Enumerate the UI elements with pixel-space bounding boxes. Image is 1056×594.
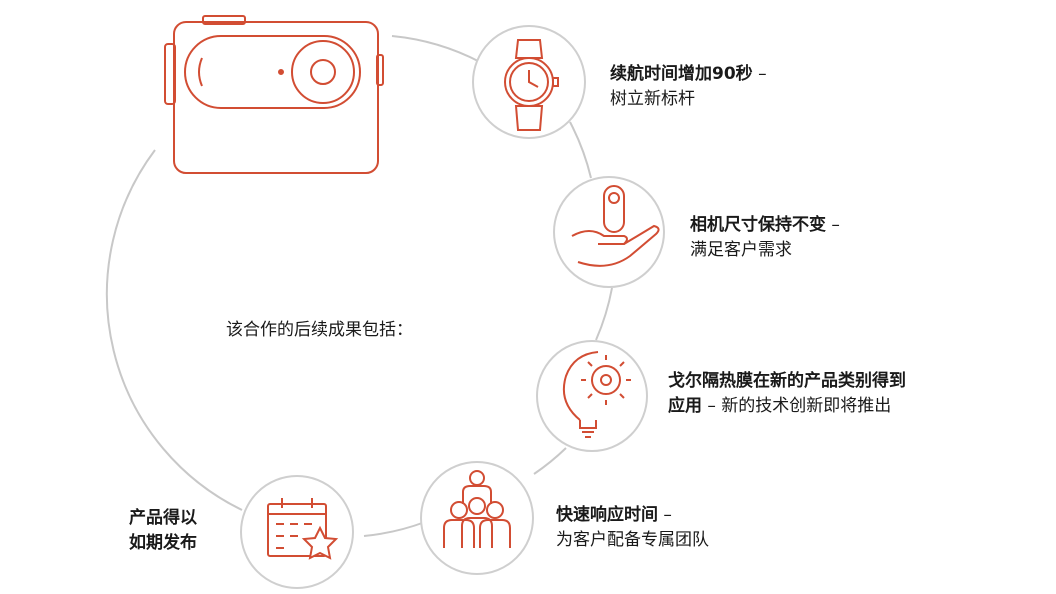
item-size-dash: –: [831, 215, 840, 235]
item-innovation-title-2: 应用: [668, 396, 702, 416]
team-icon: [443, 470, 511, 548]
icon-circles: [240, 25, 665, 589]
item-size-title: 相机尺寸保持不变: [690, 215, 826, 235]
item-size-text: 相机尺寸保持不变 – 满足客户需求: [690, 213, 840, 263]
item-watch-dash: –: [758, 64, 767, 84]
item-launch-title-1: 产品得以: [129, 508, 197, 528]
item-team-dash: –: [663, 505, 672, 525]
item-team-text: 快速响应时间 – 为客户配备专属团队: [556, 503, 709, 553]
item-launch-title-2: 如期发布: [129, 533, 197, 553]
action-camera-icon: [164, 15, 384, 174]
lightbulb-gear-icon: [562, 351, 631, 438]
item-team-desc: 为客户配备专属团队: [556, 530, 709, 550]
intro-text: 该合作的后续成果包括：: [226, 320, 413, 340]
item-watch-desc: 树立新标杆: [610, 89, 695, 109]
item-team-title: 快速响应时间: [556, 505, 658, 525]
watch-icon: [504, 39, 559, 131]
item-launch-text: 产品得以 如期发布: [129, 506, 197, 556]
item-watch-title: 续航时间增加90秒: [610, 64, 753, 84]
item-watch-text: 续航时间增加90秒 – 树立新标杆: [610, 62, 767, 112]
item-innovation-dash: –: [707, 396, 716, 416]
calendar-star-icon: [267, 498, 339, 560]
item-size-desc: 满足客户需求: [690, 240, 792, 260]
item-innovation-text: 戈尔隔热膜在新的产品类别得到 应用 – 新的技术创新即将推出: [668, 369, 906, 419]
hand-camera-icon: [571, 185, 660, 267]
item-innovation-desc: 新的技术创新即将推出: [721, 396, 892, 416]
item-innovation-title-1: 戈尔隔热膜在新的产品类别得到: [668, 371, 906, 391]
